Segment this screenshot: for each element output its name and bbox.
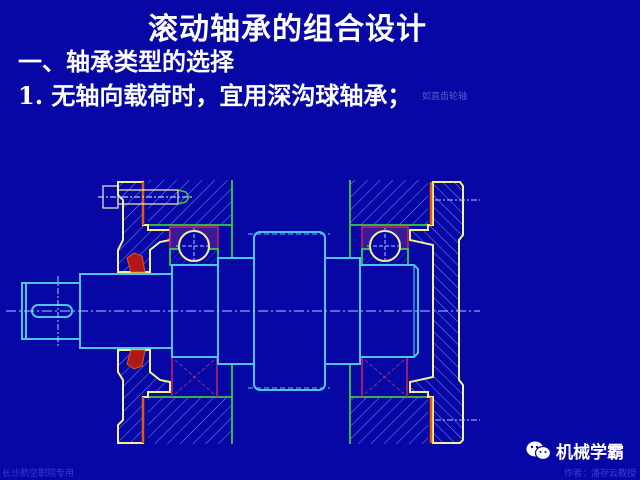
brand-name: 机械学霸	[556, 443, 624, 463]
left-bearing-top	[169, 226, 219, 266]
right-bearing-bottom	[361, 357, 408, 397]
bolt	[98, 185, 194, 209]
felt-seal	[126, 252, 146, 370]
footer-left: 长沙航空职院专用	[2, 469, 75, 479]
left-bearing-bottom	[171, 357, 218, 397]
wechat-icon	[526, 441, 552, 460]
slide-title: 滚动轴承的组合设计	[148, 12, 427, 47]
section-heading: 一、轴承类型的选择	[18, 47, 234, 76]
footer-right: 作者：潘存云教授	[563, 469, 636, 479]
shaft	[6, 231, 480, 391]
brand-badge: 机械学霸	[526, 438, 624, 463]
housing-right	[349, 180, 428, 444]
right-end-cap	[409, 181, 480, 444]
faint-note: 如直齿轮轴	[422, 92, 468, 102]
right-bearing-top	[361, 226, 409, 266]
bullet-point: 1. 无轴向载荷时，宜用深沟球轴承；	[18, 81, 412, 110]
